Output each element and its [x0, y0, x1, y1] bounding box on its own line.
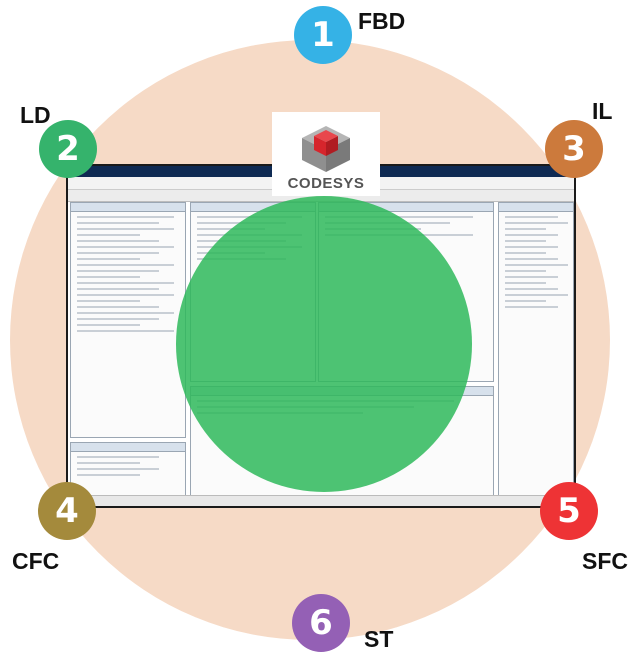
- label-cfc: CFC: [12, 548, 60, 574]
- label-sfc: SFC: [582, 548, 628, 574]
- codesys-logo: CODESYS: [272, 112, 380, 196]
- ide-pous-pane: [70, 442, 186, 498]
- badge-6-st: 6: [292, 594, 350, 652]
- badge-2-ld: 2: [39, 120, 97, 178]
- ide-toolbox-pane: [498, 202, 574, 498]
- badge-1-fbd: 1: [294, 6, 352, 64]
- center-highlight-circle: [176, 196, 472, 492]
- codesys-logo-text: CODESYS: [287, 175, 365, 192]
- ide-status-bar: [68, 495, 574, 506]
- label-il: IL: [592, 98, 613, 124]
- badge-4-cfc: 4: [38, 482, 96, 540]
- label-st: ST: [364, 626, 394, 652]
- badge-3-il: 3: [545, 120, 603, 178]
- label-fbd: FBD: [358, 8, 406, 34]
- label-ld: LD: [20, 102, 51, 128]
- ide-devices-pane: [70, 202, 186, 438]
- badge-5-sfc: 5: [540, 482, 598, 540]
- codesys-cube-icon: [302, 126, 350, 172]
